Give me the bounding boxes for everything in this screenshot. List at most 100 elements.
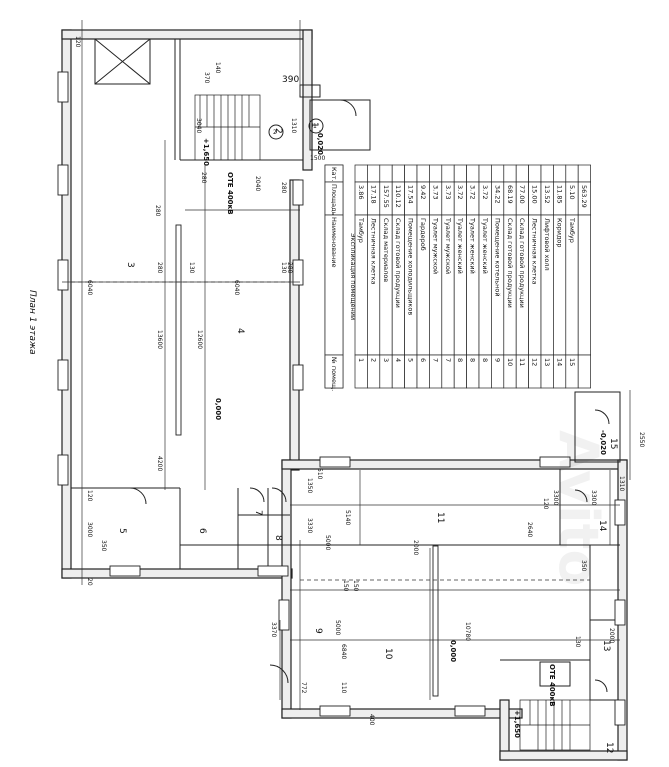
dimension-text: 1310 — [290, 118, 297, 133]
table-row-area: 13.52 — [543, 185, 551, 204]
dimension-text: 5000 — [334, 620, 341, 635]
dimension-text: 20 — [86, 578, 93, 586]
table-row-number: 7 — [444, 358, 452, 362]
room-number: 2 — [273, 128, 283, 134]
table-row-area: 3.86 — [357, 185, 365, 199]
table-cell — [453, 164, 467, 183]
table-cell — [466, 164, 480, 183]
table-row-name: Туалет женский — [456, 217, 464, 274]
level-mark: 0,000 — [214, 398, 222, 420]
table-cell — [416, 164, 430, 183]
room-number: 15 — [608, 438, 618, 449]
table-row-area: 15.00 — [531, 185, 539, 204]
dimension-text: 5000 — [324, 535, 331, 550]
watermark: Avito — [547, 430, 610, 587]
dimension-text: 4200 — [156, 456, 163, 471]
table-row-number: 8 — [469, 358, 477, 362]
room-number: 4 — [235, 328, 245, 334]
table-row-number: 10 — [506, 358, 514, 366]
level-mark: -0,020 — [316, 130, 324, 155]
dimension-text: 390 — [282, 75, 299, 85]
table-cell — [429, 164, 443, 183]
table-row-area: 3.72 — [481, 185, 489, 199]
stamp-label: ОТЕ 400кВ — [226, 172, 234, 215]
dimension-text: 350 — [100, 540, 107, 552]
table-cell — [540, 164, 554, 183]
table-cell — [391, 164, 405, 183]
table-row-number: 4 — [394, 358, 402, 362]
room-number: 12 — [604, 742, 614, 753]
dimension-text: 2040 — [254, 176, 261, 191]
table-cell — [367, 164, 381, 183]
table-cell — [577, 214, 591, 356]
table-row-area: 3.73 — [444, 185, 452, 199]
table-row-area: 11.85 — [555, 185, 563, 204]
dimension-lines — [62, 20, 631, 710]
room-number: 3 — [125, 262, 135, 268]
table-cell — [324, 354, 344, 389]
table-row-number: 9 — [493, 358, 501, 362]
table-row-number: 6 — [419, 358, 427, 362]
room-number: 7 — [253, 510, 263, 516]
table-row-number: 13 — [543, 358, 551, 366]
table-row-name: Гардероб — [419, 218, 427, 251]
table-row-name: Тамбур — [357, 217, 365, 243]
dimension-text: 350 — [580, 560, 587, 572]
table-cell — [441, 164, 455, 183]
dimension-text: 6040 — [86, 280, 93, 295]
stamp-label: ОТЕ 400кВ — [548, 664, 556, 707]
table-row-number: 5 — [407, 358, 415, 362]
room-number: 10 — [383, 648, 393, 660]
table-cell — [404, 164, 418, 183]
dimension-text: 280 — [154, 205, 161, 217]
room-number: 5 — [117, 528, 127, 534]
dimension-text: 3330 — [306, 518, 313, 533]
table-row-name: Туалет мужской — [431, 217, 439, 274]
table-row-name: Лифтовой холл — [543, 218, 551, 271]
table-row-name: Склад готовой продукции — [506, 218, 514, 308]
columns — [175, 224, 439, 697]
plan-labels: План 1 этажа +1,650 -0,020 0,000 0,000 -… — [27, 36, 645, 753]
table-row-name: Лестничная клетка — [531, 218, 539, 285]
dimension-text: 3000 — [86, 522, 93, 537]
table-row-area: 9.42 — [419, 185, 427, 199]
room-number: 11 — [435, 512, 445, 523]
table-cell — [528, 164, 542, 183]
table-row-number: 14 — [555, 358, 563, 366]
dimension-text: 2550 — [638, 432, 645, 447]
table-cell — [553, 164, 567, 183]
level-mark: -0,020 — [599, 430, 607, 455]
table-cell — [478, 164, 492, 183]
table-row-name: Тамбур — [568, 217, 576, 243]
dimension-text: 280 — [200, 172, 207, 184]
dimension-text: 110 — [340, 682, 347, 694]
dimension-text: 1350 — [306, 478, 313, 493]
dimension-text: 120 — [86, 490, 93, 502]
level-mark: +1,650 — [202, 138, 210, 166]
dimension-text: 6840 — [340, 644, 347, 659]
dimension-text: 3370 — [270, 622, 277, 637]
dimension-text: 5140 — [344, 510, 351, 525]
dimension-text: 510 — [316, 468, 323, 480]
stairs-bottom — [519, 699, 591, 751]
dimension-text: 370 — [203, 72, 210, 84]
table-row-name: Помещение котельной — [493, 218, 501, 297]
table-row-area: 34.22 — [493, 185, 501, 204]
table-header: Площадь м2 — [330, 184, 338, 227]
table-row-area: 3.73 — [431, 185, 439, 199]
table-row-area: 157.55 — [382, 185, 390, 208]
table-row-number: 11 — [518, 358, 526, 366]
level-mark: +1,650 — [513, 710, 521, 738]
dimension-text: 150 — [342, 580, 349, 592]
dimension-text: 120 — [74, 36, 81, 48]
dimension-text: 2000 — [412, 540, 419, 555]
table-cell — [577, 354, 591, 389]
plan-title: План 1 этажа — [27, 290, 37, 355]
table-row-name: Склад готовой продукции — [394, 218, 402, 308]
dimension-text: 1500 — [310, 155, 325, 162]
table-row-number: 12 — [531, 358, 539, 366]
table-cell — [379, 164, 393, 183]
dimension-text: 150 — [352, 580, 359, 592]
table-cell — [491, 164, 505, 183]
